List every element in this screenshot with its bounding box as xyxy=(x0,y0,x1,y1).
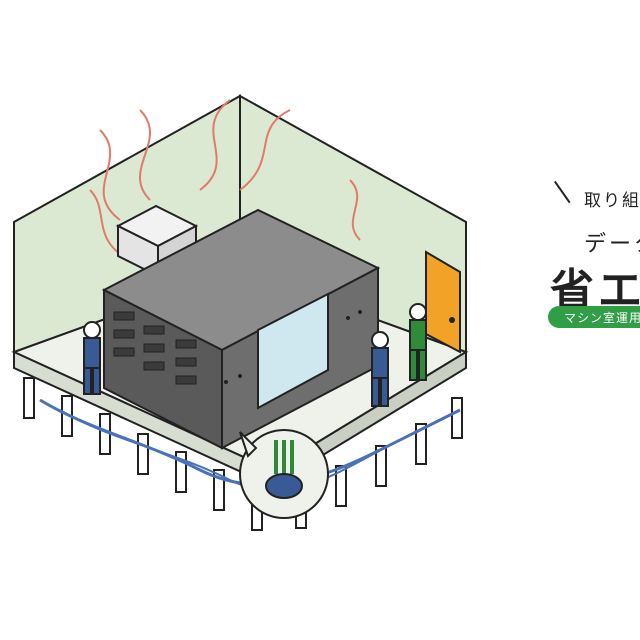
underfloor-cables-2 xyxy=(59,409,401,492)
category-tag: マシン室運用 xyxy=(548,306,640,328)
door-icon xyxy=(425,250,461,354)
rack-slots xyxy=(113,311,197,385)
kicker-text: 取り組 xyxy=(584,191,640,211)
subtitle-text: データ xyxy=(584,232,640,257)
worker-icon xyxy=(371,331,389,407)
heat-wave-icon xyxy=(89,99,361,261)
category-tag-label: マシン室運用 xyxy=(564,311,640,325)
worker-icon xyxy=(83,321,101,395)
glass-containment xyxy=(257,292,329,410)
worker-icon xyxy=(409,303,427,381)
door-knob xyxy=(449,317,455,323)
cable-bundle-icon xyxy=(265,440,303,499)
callout-pointer xyxy=(239,431,258,458)
rack-face xyxy=(224,310,362,384)
